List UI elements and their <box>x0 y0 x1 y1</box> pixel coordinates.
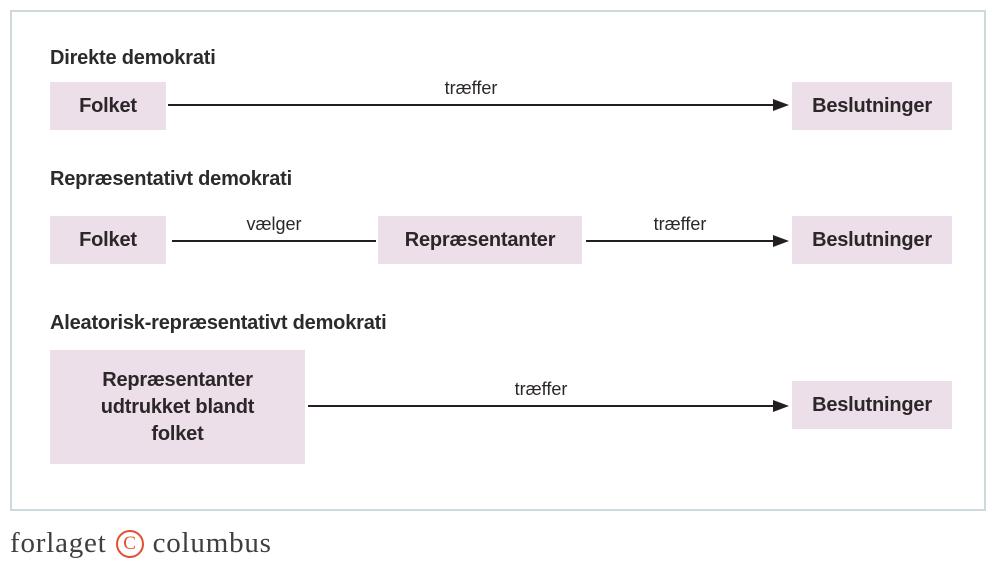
node-folket-1: Folket <box>50 82 166 130</box>
node-beslutninger-1: Beslutninger <box>792 82 952 130</box>
arrow-traeffer-1: træffer <box>168 78 789 111</box>
node-beslutninger-2: Beslutninger <box>792 216 952 264</box>
edge-label-vaelger: vælger <box>246 214 302 234</box>
publisher-logo: forlaget C columbus <box>10 527 272 560</box>
edge-label-traeffer-3: træffer <box>514 379 568 399</box>
node-folket-2: Folket <box>50 216 166 264</box>
edge-label-traeffer-1: træffer <box>444 78 498 98</box>
arrowhead-icon <box>773 400 789 412</box>
copyright-letter: C <box>123 532 136 554</box>
node-line-2: udtrukket blandt <box>100 395 255 418</box>
section-title-direkte-demokrati: Direkte demokrati <box>50 47 216 69</box>
edge-label-traeffer-2: træffer <box>653 214 707 234</box>
node-beslutninger-3: Beslutninger <box>792 381 952 429</box>
arrow-traeffer-3: træffer <box>308 379 789 412</box>
node-repraesentanter: Repræsentanter <box>378 216 582 264</box>
logo-word-forlaget: forlaget <box>10 527 107 559</box>
section-title-repraesentativt-demokrati: Repræsentativt demokrati <box>50 168 292 190</box>
node-line-1: Repræsentanter <box>102 368 253 391</box>
arrowhead-icon <box>773 99 789 111</box>
section-title-aleatorisk-demokrati: Aleatorisk-repræsentativt demokrati <box>50 312 387 334</box>
diagram-panel: Direkte demokrati Folket træffer Beslutn… <box>10 10 986 511</box>
node-repraesentanter-udtrukket: Repræsentanter udtrukket blandt folket <box>50 350 305 464</box>
line-vaelger: vælger <box>172 214 376 242</box>
arrow-traeffer-2: træffer <box>586 214 789 247</box>
copyright-icon: C <box>115 529 144 558</box>
logo-word-columbus: columbus <box>152 527 272 559</box>
node-line-3: folket <box>151 422 204 445</box>
arrowhead-icon <box>773 235 789 247</box>
